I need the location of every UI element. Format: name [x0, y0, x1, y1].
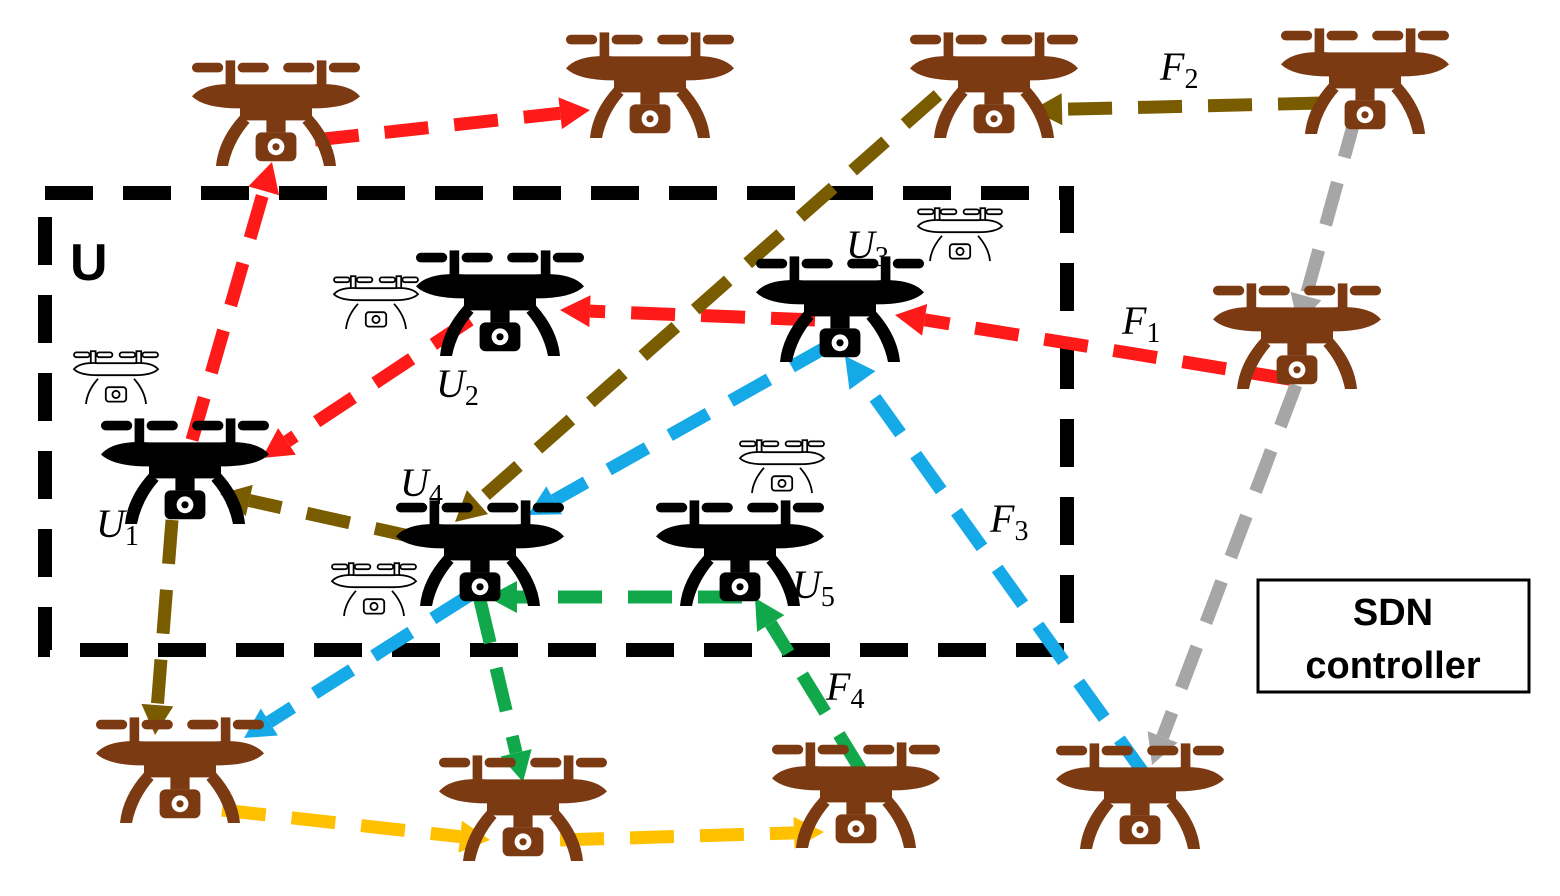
small-drone-2 — [333, 275, 419, 330]
flow-label-f3: F3 — [989, 496, 1028, 547]
region-u-boundary — [38, 186, 1074, 657]
small-drone-4 — [739, 439, 825, 494]
flow-f1-right-to-u3 — [895, 304, 1297, 387]
flow-yellow-bottom1-to-bottom2 — [221, 803, 490, 853]
sdn-controller-line1: SDN — [1353, 592, 1433, 634]
svg-text:F1: F1 — [1121, 298, 1160, 349]
flow-f1-top1-to-top2 — [314, 97, 590, 147]
relay-drone-top-1 — [192, 60, 360, 167]
uav-drone-u3 — [756, 256, 924, 362]
flow-label-f2: F2 — [1159, 44, 1198, 95]
flow-f3-u4-to-bottom1 — [244, 589, 474, 738]
uav-label-u5: U5 — [792, 562, 835, 613]
uav-drone-u4 — [396, 500, 564, 606]
uav-label-u1: U1 — [96, 501, 139, 552]
flow-label-f1: F1 — [1121, 298, 1160, 349]
region-u-label: U — [70, 234, 108, 292]
small-drone-3 — [917, 207, 1003, 262]
flow-f1-u1-to-top1 — [185, 162, 280, 442]
relay-drone-top-4 — [1281, 28, 1449, 135]
flow-layer — [141, 90, 1363, 853]
flow-f4-u5-to-u4 — [487, 581, 742, 613]
uav-label-u3: U3 — [846, 222, 889, 273]
flow-yellow-bottom2-to-bottom3 — [559, 816, 824, 849]
svg-text:U2: U2 — [436, 361, 479, 412]
small-drone-1 — [73, 350, 159, 405]
flow-f2-u4-to-u1 — [220, 484, 420, 545]
flow-label-f4: F4 — [825, 664, 864, 715]
sdn-controller-line2: controller — [1305, 645, 1480, 687]
relay-drone-top-2 — [566, 32, 734, 139]
svg-text:U5: U5 — [792, 562, 835, 613]
sdn-controller-box: SDN controller — [1256, 578, 1531, 694]
uav-label-u2: U2 — [436, 361, 479, 412]
flow-f3-bottom4-to-u3 — [845, 356, 1151, 779]
svg-text:F4: F4 — [825, 664, 864, 715]
uav-label-u4: U4 — [400, 460, 443, 511]
flow-f4-u4-to-bottom2 — [473, 598, 532, 782]
flow-grey-right-to-bottom4 — [1147, 382, 1303, 765]
svg-text:F2: F2 — [1159, 44, 1198, 95]
flow-f2-u1-to-bottom1 — [141, 519, 179, 735]
svg-text:U1: U1 — [96, 501, 139, 552]
relay-drone-top-3 — [910, 32, 1078, 139]
svg-text:F3: F3 — [989, 496, 1028, 547]
small-drone-5 — [331, 562, 417, 617]
flow-f1-u2-to-u1 — [262, 314, 474, 458]
svg-text:U3: U3 — [846, 222, 889, 273]
flow-f1-u3-to-u2 — [560, 295, 816, 328]
svg-text:U4: U4 — [400, 460, 443, 511]
flow-f2-top4-to-top3 — [1032, 93, 1323, 126]
